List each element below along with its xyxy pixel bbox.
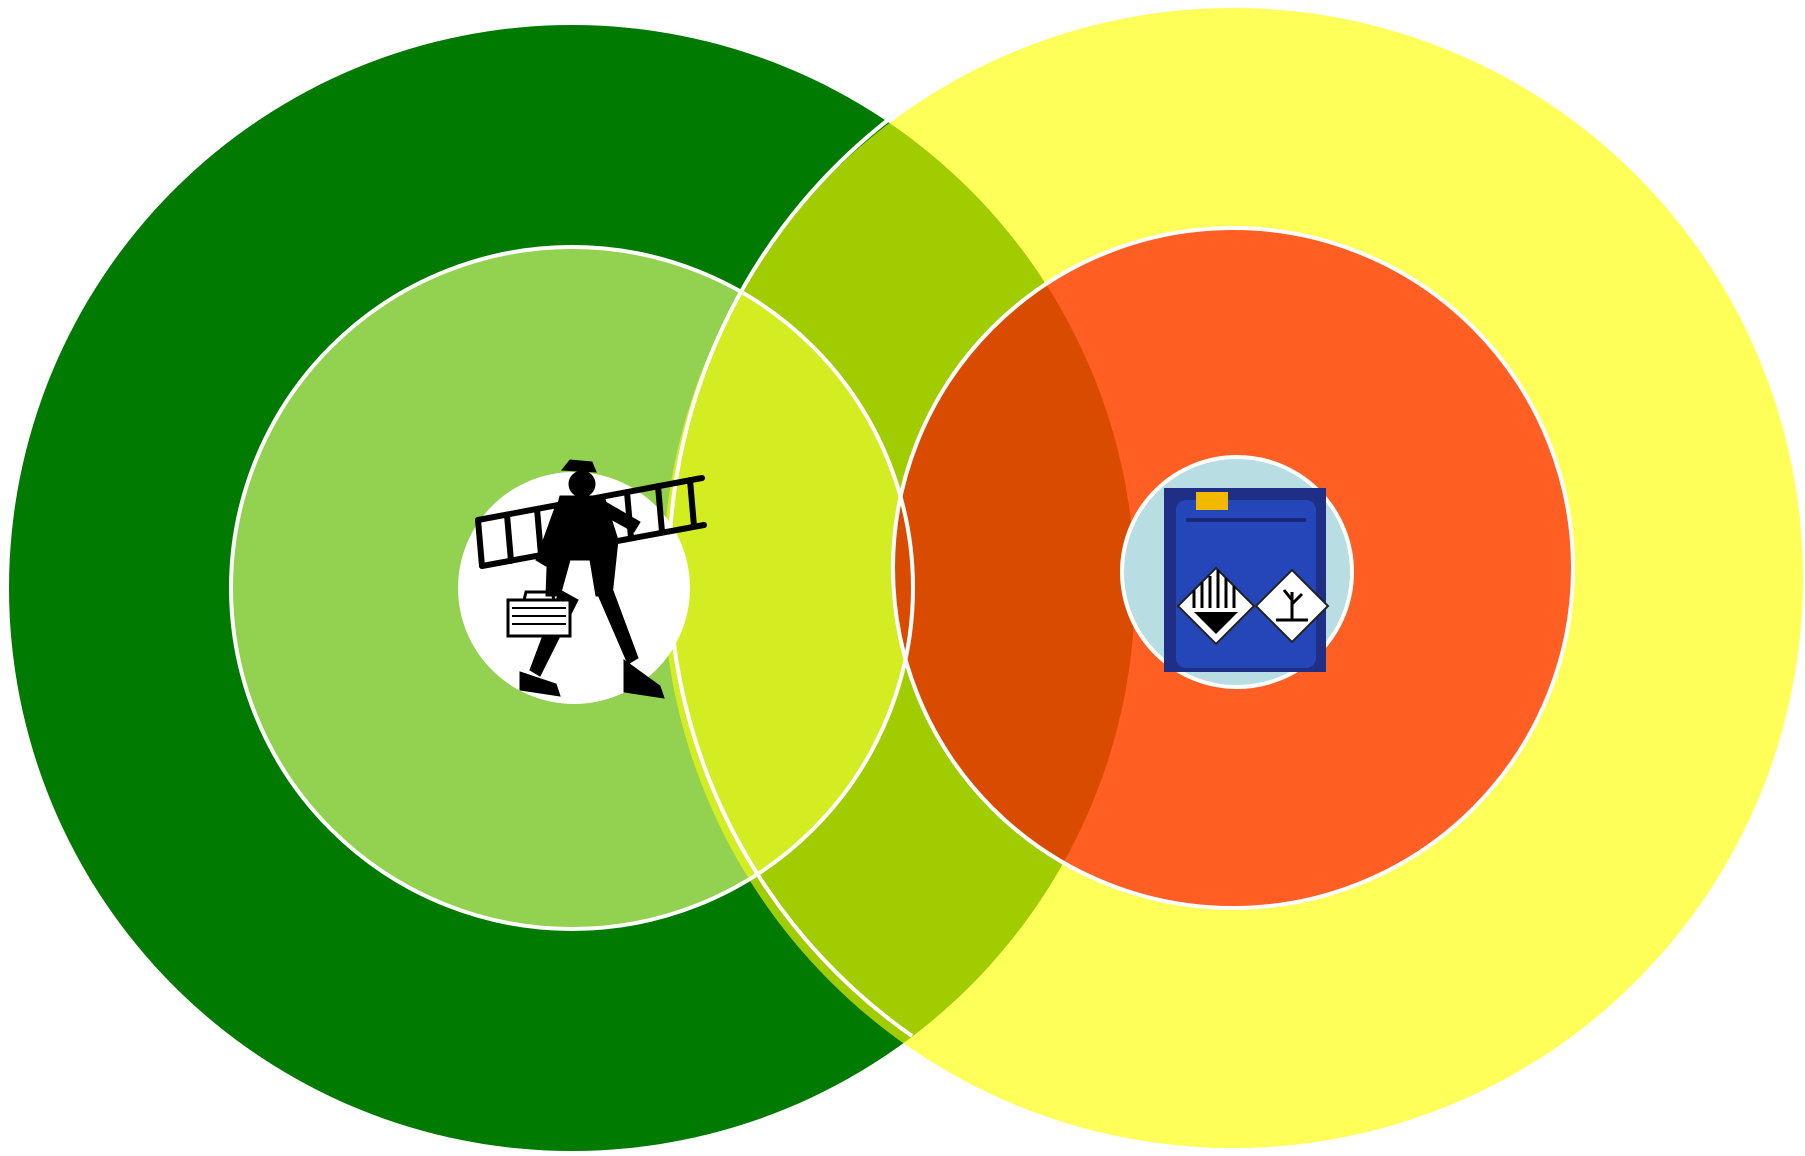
left-middle-overlap-region [663,247,913,929]
hazard-chemical-canister-icon [1164,488,1330,672]
outer-overlap-region [663,25,1135,1148]
right-middle-outline [891,226,1575,910]
left-middle-outline [229,245,915,931]
right-middle-overlap-region [893,228,1135,908]
worker-with-ladder-and-toolbox-icon [475,459,707,699]
